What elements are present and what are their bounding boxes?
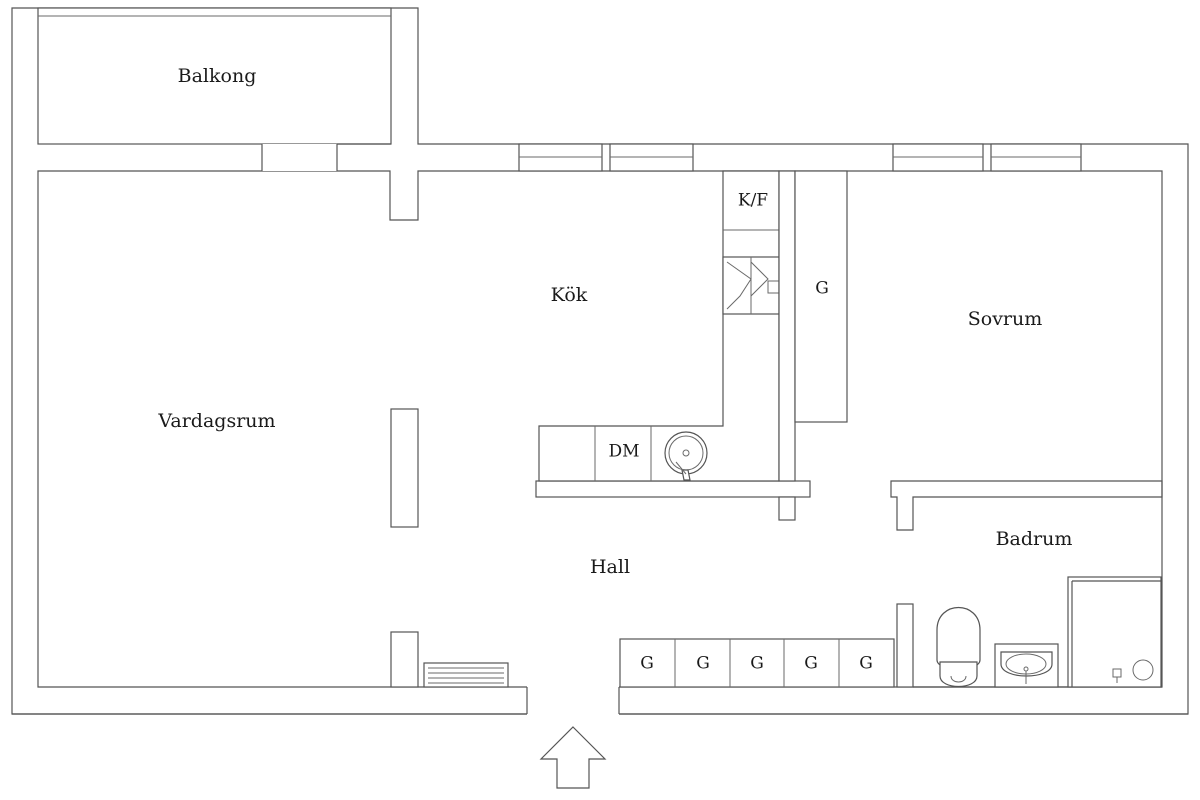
- entrance-arrow-icon: [539, 726, 607, 789]
- fixture-label-hall-wardrobe-2: G: [696, 654, 710, 674]
- fixture-label-hall-wardrobe-4: G: [804, 654, 818, 674]
- toilet-icon: [936, 607, 981, 687]
- fixture-label-dm: DM: [608, 442, 639, 462]
- kitchen-counter: [538, 170, 780, 482]
- radiator-icon: [423, 662, 509, 688]
- room-label-balkong: Balkong: [178, 65, 257, 87]
- fixture-label-bedroom-wardrobe: G: [815, 279, 829, 299]
- fixture-label-hall-wardrobe-1: G: [640, 654, 654, 674]
- fixture-label-kf: K/F: [738, 191, 768, 211]
- room-label-vardagsrum: Vardagsrum: [157, 410, 275, 432]
- entrance-door: [12, 686, 1188, 716]
- partition-wall-living: [390, 408, 419, 528]
- bedroom-walls: [778, 170, 1163, 531]
- room-label-sovrum: Sovrum: [968, 308, 1043, 330]
- fixture-label-hall-wardrobe-5: G: [859, 654, 873, 674]
- shower-icon: [1067, 576, 1162, 688]
- hall-wardrobes: [619, 638, 895, 688]
- room-label-hall: Hall: [590, 556, 630, 578]
- fixture-label-hall-wardrobe-3: G: [750, 654, 764, 674]
- sink-icon: [664, 431, 708, 481]
- stove-unit: [722, 256, 780, 315]
- room-label-badrum: Badrum: [996, 528, 1073, 550]
- balcony: [37, 7, 392, 171]
- windows-top: [518, 143, 1082, 172]
- room-label-kok: Kök: [551, 284, 588, 306]
- washbasin-icon: [994, 643, 1059, 688]
- kitchen-walls: [535, 480, 811, 521]
- partition-wall-entry: [390, 631, 419, 688]
